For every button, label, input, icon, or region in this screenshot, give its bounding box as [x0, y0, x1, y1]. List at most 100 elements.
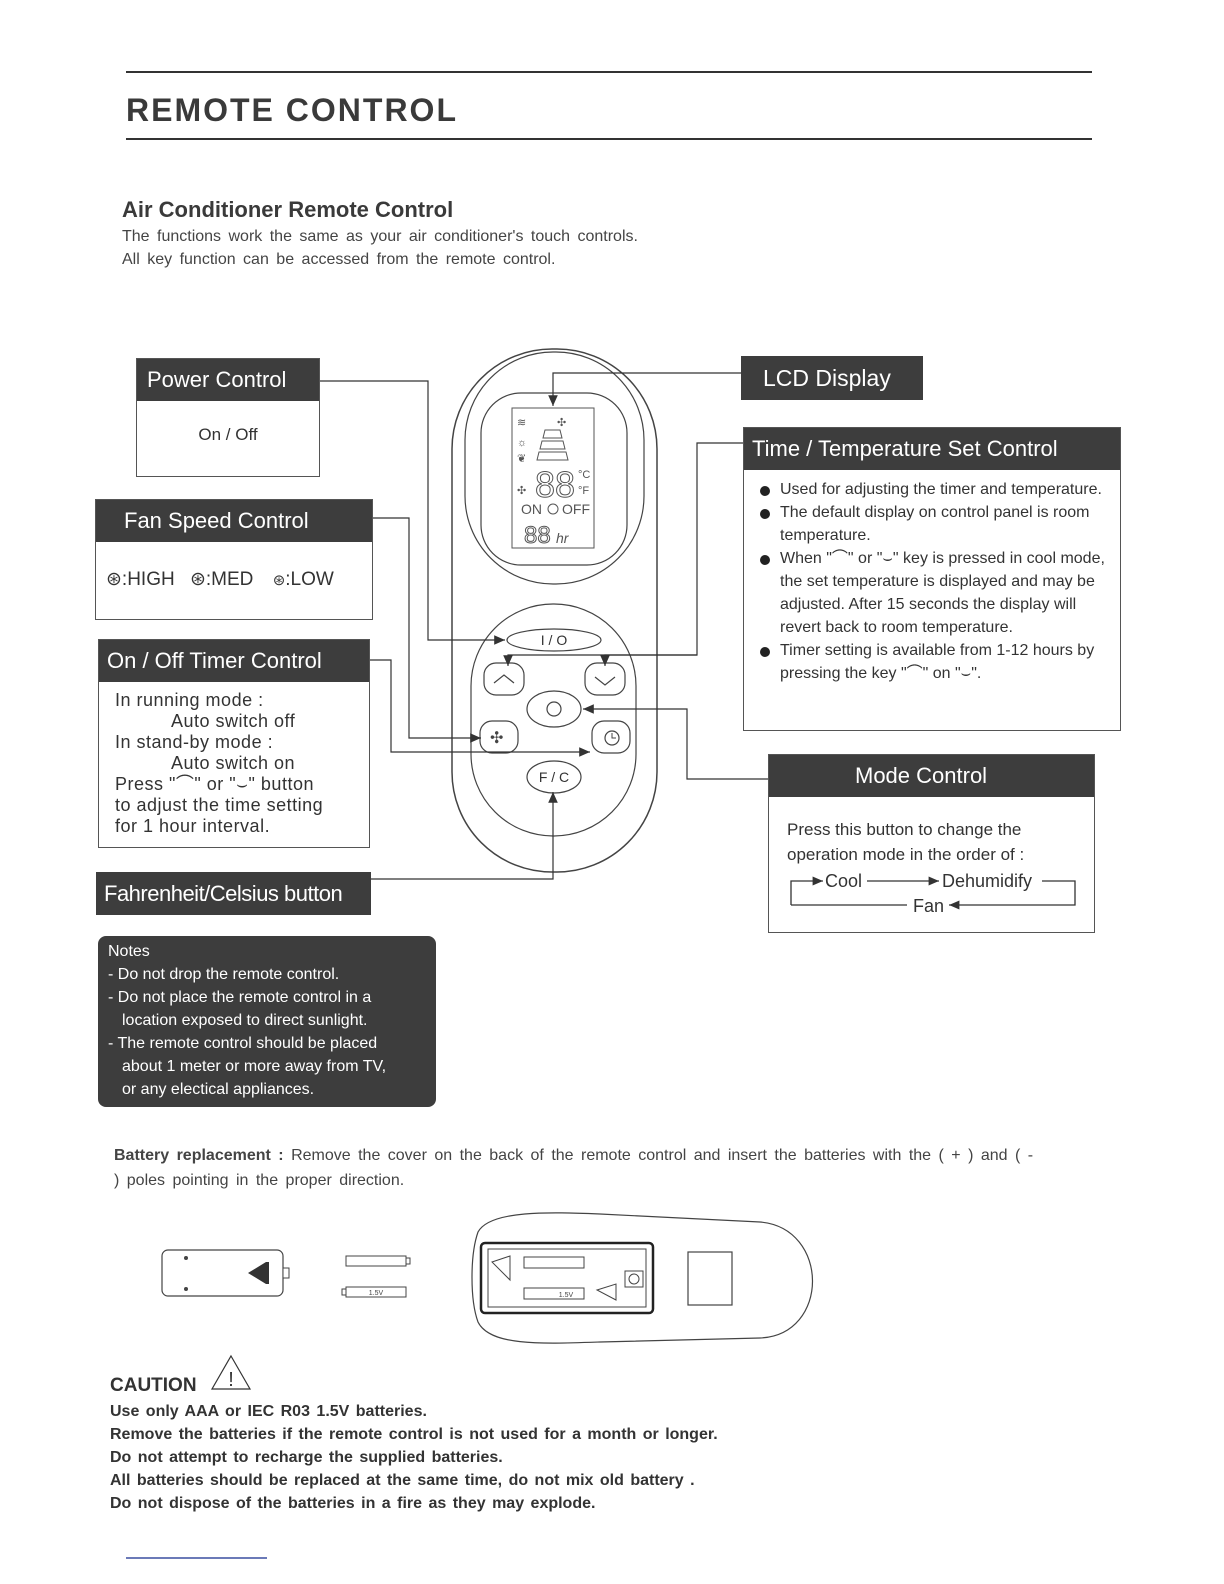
svg-text:✣: ✣: [557, 417, 566, 429]
lcd-celsius: °C: [578, 469, 590, 481]
timer-button: [591, 720, 631, 754]
notes-line: location exposed to direct sunlight.: [122, 1012, 368, 1029]
notes-line: about 1 meter or more away from TV,: [122, 1058, 387, 1075]
up-arrow-icon: [493, 674, 515, 684]
power-button-label: I / O: [541, 632, 568, 648]
timer-line: for 1 hour interval.: [115, 816, 271, 836]
mode-control-body: Press this button to change the operatio…: [787, 820, 1025, 864]
lcd-screen: [511, 407, 595, 549]
caution-line: Do not attempt to recharge the supplied …: [110, 1449, 503, 1466]
fan-med-icon: ⊛: [189, 569, 206, 590]
lcd-on-label: ON: [521, 501, 542, 517]
up-button: [483, 662, 525, 696]
time-temp-bullet: The default display on control panel is …: [758, 501, 1110, 547]
battery-cover-tab: [282, 1267, 290, 1279]
time-temp-box: Time / Temperature Set Control Used for …: [743, 427, 1121, 731]
timer-line: In running mode :: [115, 690, 264, 710]
warning-icon: [210, 1354, 252, 1390]
mode-button: [526, 690, 582, 728]
fc-button-label: F / C: [539, 769, 569, 785]
timer-line: to adjust the time setting: [115, 795, 324, 815]
battery-cells: [341, 1255, 411, 1298]
caution-line: Remove the batteries if the remote contr…: [110, 1426, 718, 1443]
battery-cell-label: 1.5V: [369, 1290, 384, 1297]
lcd-off-label: OFF: [562, 501, 590, 517]
battery-cover-latch: [248, 1262, 269, 1284]
notes-line: - The remote control should be placed: [108, 1035, 378, 1052]
fan-high-label: :HIGH: [121, 569, 175, 590]
power-control-box: Power Control On / Off: [136, 358, 320, 477]
time-temp-bullets: Used for adjusting the timer and tempera…: [744, 470, 1120, 685]
fc-button-title: Fahrenheit/Celsius button: [96, 872, 371, 915]
caution-line: Use only AAA or IEC R03 1.5V batteries.: [110, 1403, 427, 1420]
notes-box: Notes - Do not drop the remote control. …: [98, 936, 436, 1107]
caution-line: Do not dispose of the batteries in a fir…: [110, 1495, 596, 1512]
mode-icon: [546, 701, 562, 717]
time-temp-title: Time / Temperature Set Control: [744, 428, 1120, 470]
svg-text:!: !: [228, 1369, 234, 1391]
power-connector: [318, 380, 505, 645]
notes-line: or any electical appliances.: [122, 1081, 315, 1098]
mode-control-title: Mode Control: [769, 755, 1094, 797]
timer-icon-hands: [611, 733, 616, 739]
fan-high-icon: ⊛: [106, 569, 122, 590]
svg-text:≋: ≋: [517, 417, 526, 429]
fan-speed-box: Fan Speed Control ⊛:HIGH ⊛:MED ⊛:LOW: [95, 499, 373, 620]
intro-line-2: All key function can be accessed from th…: [122, 251, 556, 268]
time-temp-bullet: Used for adjusting the timer and tempera…: [758, 478, 1110, 501]
timer-line: Press "⌒" or "⌣" button: [115, 774, 314, 794]
ir-window: [687, 1251, 733, 1306]
mode-dehumidify: Dehumidify: [942, 871, 1032, 891]
title-underline: [126, 138, 1092, 140]
lcd-icons: ≋ ☼ ❦ ✣ ✣: [517, 417, 566, 497]
power-control-body: On / Off: [198, 425, 258, 444]
mode-fan: Fan: [913, 896, 944, 916]
bay-cell-label: 1.5V: [559, 1292, 574, 1299]
notes-line: - Do not drop the remote control.: [108, 966, 340, 983]
timer-line: In stand-by mode :: [115, 732, 274, 752]
intro-line-1: The functions work the same as your air …: [122, 228, 638, 245]
timer-line: Auto switch on: [171, 753, 296, 773]
caution-list: Use only AAA or IEC R03 1.5V batteries. …: [110, 1400, 718, 1515]
timer-line: Auto switch off: [171, 711, 296, 731]
timer-connector: [368, 659, 590, 757]
fc-connector: [371, 792, 558, 880]
fan-connector: [371, 517, 481, 743]
timer-control-title: On / Off Timer Control: [99, 640, 369, 682]
battery-replacement-body: Remove the cover on the back of the remo…: [114, 1147, 1034, 1189]
time-temp-bullet: Timer setting is available from 1-12 hou…: [758, 639, 1110, 685]
down-arrow-icon: [594, 676, 616, 686]
mode-connector: [583, 704, 768, 780]
svg-text:☼: ☼: [517, 437, 527, 449]
top-rule: [126, 71, 1092, 73]
lcd-hr-unit: hr: [556, 530, 570, 546]
lcd-hour-digits: 88: [524, 522, 551, 549]
lcd-temp-digits: 88: [535, 464, 575, 505]
fan-low-label: :LOW: [285, 569, 334, 590]
battery-replacement-text: Battery replacement : Remove the cover o…: [114, 1143, 1044, 1193]
lcd-connector: [548, 372, 741, 406]
down-connector: [600, 654, 697, 666]
page-title: REMOTE CONTROL: [126, 92, 458, 128]
section-subtitle: Air Conditioner Remote Control: [122, 197, 454, 222]
power-button: [506, 628, 602, 652]
svg-text:✣: ✣: [517, 485, 526, 497]
timer-control-box: On / Off Timer Control In running mode :…: [98, 639, 370, 848]
time-temp-bullet: When "⌒" or "⌣" key is pressed in cool m…: [758, 547, 1110, 639]
fan-button-icon: ✣: [490, 730, 503, 747]
battery-replacement-label: Battery replacement :: [114, 1147, 284, 1164]
caution-title: CAUTION: [110, 1375, 197, 1396]
lcd-fan-bars: [536, 429, 569, 461]
lcd-clock-icon: [547, 503, 559, 515]
caution-line: All batteries should be replaced at the …: [110, 1472, 695, 1489]
fan-med-label: :MED: [205, 569, 254, 590]
notes-line: - Do not place the remote control in a: [108, 989, 372, 1006]
timer-icon: [604, 730, 620, 746]
power-control-title: Power Control: [137, 359, 319, 401]
lcd-display-title: LCD Display: [741, 356, 923, 400]
notes-title: Notes: [108, 943, 150, 960]
fan-low-icon: ⊛: [272, 572, 286, 589]
mode-control-box: Mode Control Press this button to change…: [768, 754, 1095, 933]
svg-text:❦: ❦: [517, 453, 526, 465]
